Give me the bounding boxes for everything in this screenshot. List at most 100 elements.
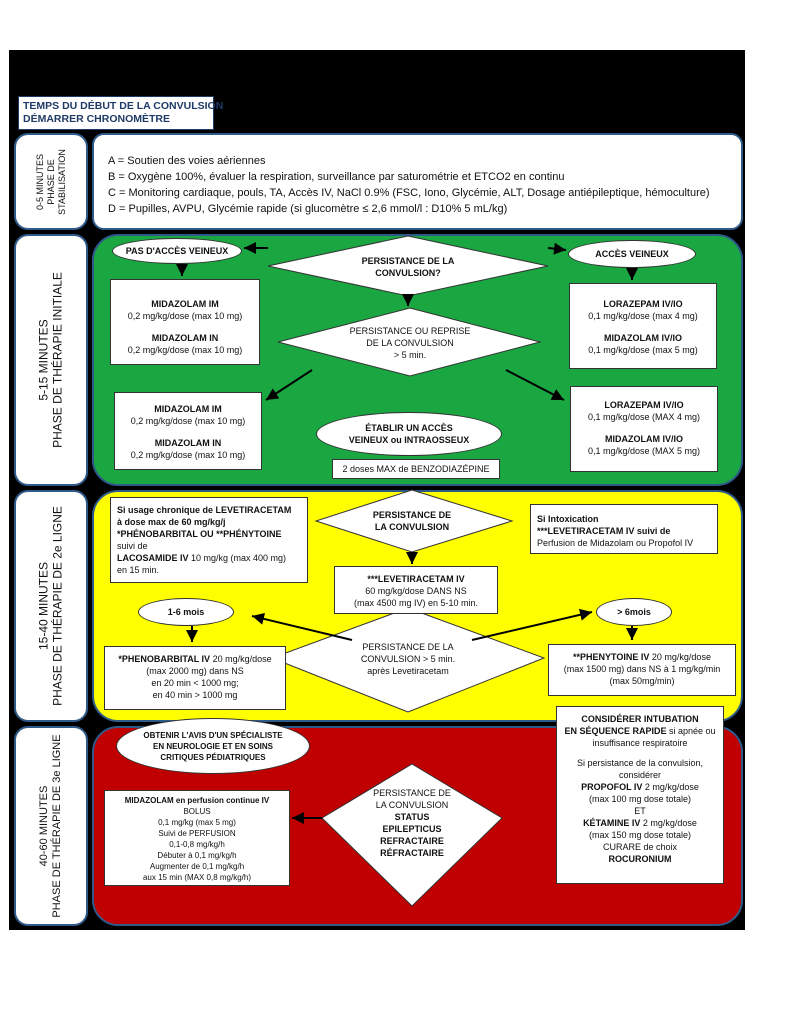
- chronic-line6: en 15 min.: [117, 565, 160, 575]
- chronic-line2: à dose max de 60 mg/kg/j: [117, 517, 226, 527]
- intub-line4: Si persistance de la convulsion,: [576, 758, 704, 768]
- phenobarbital-label: *PHENOBARBITAL IV: [118, 654, 211, 664]
- no-venous-access-oval: PAS D'ACCÈS VEINEUX: [112, 238, 242, 264]
- persist2-line3: > 5 min.: [393, 350, 427, 360]
- left1-dose1: 0,2 mg/kg/dose (max 10 mg): [127, 311, 243, 321]
- status-epilepticus-text: PERSISTANCE DE LA CONVULSION STATUS EPIL…: [352, 784, 472, 862]
- venous-access-oval: ACCÈS VEINEUX: [568, 240, 696, 268]
- lacosamide-dose: 10 mg/kg (max 400 mg): [188, 553, 287, 563]
- phenobarbital-box: *PHENOBARBITAL IV 20 mg/kg/dose (max 200…: [104, 646, 286, 710]
- left2-drug2: MIDAZOLAM IN: [154, 438, 222, 448]
- establish-access-oval: ÉTABLIR UN ACCÈS VEINEUX ou INTRAOSSEUX: [316, 412, 502, 456]
- mid-line7: Augmenter de 0,1 mg/kg/h: [149, 862, 245, 871]
- intox-line3: Perfusion de Midazolam ou Propofol IV: [537, 538, 694, 548]
- propofol-dose: 2 mg/kg/dose: [642, 782, 699, 792]
- lacosamide-label: LACOSAMIDE IV: [117, 553, 189, 563]
- propofol-label: PROPOFOL IV: [581, 782, 643, 792]
- specialist-advice-oval: OBTENIR L'AVIS D'UN SPÉCIALISTE EN NEURO…: [116, 718, 310, 774]
- title-line-1: TEMPS DU DÉBUT DE LA CONVULSION: [23, 100, 224, 112]
- abcd-item-d: D = Pupilles, AVPU, Glycémie rapide (si …: [108, 203, 508, 215]
- ketamine-label: KÉTAMINE IV: [583, 818, 641, 828]
- persistence-question-2: PERSISTANCE OU REPRISE DE LA CONVULSION …: [320, 322, 500, 364]
- pheny-line1: **PHENYTOINE IV 20 mg/kg/dose: [549, 651, 735, 663]
- intox-line2: ***LEVETIRACETAM IV suivi de: [537, 526, 671, 536]
- chronic-line4: suivi de: [117, 541, 148, 551]
- left1-drug1: MIDAZOLAM IM: [151, 299, 219, 309]
- intub-line3: insuffisance respiratoire: [592, 738, 688, 748]
- status-line1: PERSISTANCE DE: [373, 788, 451, 798]
- pheno-line1: *PHENOBARBITAL IV 20 mg/kg/dose: [105, 653, 285, 665]
- age-over-6-months-oval: > 6mois: [596, 598, 672, 626]
- rapid-sequence-cond: si apnée ou: [666, 726, 716, 736]
- abcd-item-b: B = Oxygène 100%, évaluer la respiration…: [108, 171, 565, 183]
- left1-drug2: MIDAZOLAM IN: [151, 333, 219, 343]
- establish-line2: VEINEUX ou INTRAOSSEUX: [348, 435, 470, 445]
- right2-dose2: 0,1 mg/kg/dose (MAX 5 mg): [587, 446, 701, 456]
- phenytoine-dose: 20 mg/kg/dose: [649, 652, 711, 662]
- mid-line3: 0,1 mg/kg (max 5 mg): [158, 818, 236, 827]
- pheno-line2: (max 2000 mg) dans NS: [146, 666, 244, 676]
- phase1-side-label: 0-5 MINUTES PHASE DE STABILISATION: [14, 133, 88, 230]
- mid-line5: 0,1-0,8 mg/kg/h: [169, 840, 225, 849]
- stabilisation-panel: A = Soutien des voies aériennes B = Oxyg…: [92, 133, 743, 230]
- abcd-item-a: A = Soutien des voies aériennes: [108, 155, 266, 167]
- leve-line1: ***LEVETIRACETAM IV: [367, 574, 465, 584]
- left1-dose2: 0,2 mg/kg/dose (max 10 mg): [127, 345, 243, 355]
- persist-q1-line2: CONVULSION?: [375, 268, 441, 278]
- chronic-line5: LACOSAMIDE IV 10 mg/kg (max 400 mg): [117, 552, 307, 564]
- persist3-line1: PERSISTANCE DE: [372, 510, 452, 520]
- leve-line2: 60 mg/kg/dose DANS NS: [365, 586, 467, 596]
- mid-line8: aux 15 min (MAX 0,8 mg/kg/h): [142, 873, 252, 882]
- chronic-line3: *PHÉNOBARBITAL OU **PHÉNYTOINE: [117, 529, 282, 539]
- left2-dose1: 0,2 mg/kg/dose (max 10 mg): [130, 416, 246, 426]
- intub-line2: EN SÉQUENCE RAPIDE si apnée ou: [557, 725, 723, 737]
- mid-line2: BOLUS: [183, 807, 211, 816]
- intub-line8: ET: [634, 806, 646, 816]
- persist3-line2: LA CONVULSION: [374, 522, 450, 532]
- status-line4: EPILEPTICUS: [382, 824, 442, 834]
- midazolam-im-in-box-2: MIDAZOLAM IM 0,2 mg/kg/dose (max 10 mg) …: [114, 392, 262, 470]
- persist2-line1: PERSISTANCE OU REPRISE: [349, 326, 471, 336]
- age-1-6-months-oval: 1-6 mois: [138, 598, 234, 626]
- left2-dose2: 0,2 mg/kg/dose (max 10 mg): [130, 450, 246, 460]
- right1-drug2: MIDAZOLAM IV/IO: [604, 333, 682, 343]
- phase2-side-line1: 5-15 MINUTES: [36, 319, 51, 401]
- mid-line1: MIDAZOLAM en perfusion continue IV: [124, 796, 270, 805]
- abcd-item-c: C = Monitoring cardiaque, pouls, TA, Acc…: [108, 187, 710, 199]
- intub-line10: (max 150 mg dose totale): [588, 830, 692, 840]
- levetiracetam-box: ***LEVETIRACETAM IV 60 mg/kg/dose DANS N…: [334, 566, 498, 614]
- intub-line6: PROPOFOL IV 2 mg/kg/dose: [557, 781, 723, 793]
- phenytoine-box: **PHENYTOINE IV 20 mg/kg/dose (max 1500 …: [548, 644, 736, 696]
- phase3-side-line2: PHASE DE THÉRAPIE DE 2e LIGNE: [51, 506, 65, 706]
- page-title: TEMPS DU DÉBUT DE LA CONVULSION DÉMARRER…: [18, 96, 224, 130]
- midazolam-infusion-box: MIDAZOLAM en perfusion continue IV BOLUS…: [104, 790, 290, 886]
- phase4-side-label: 40-60 MINUTES PHASE DE THÉRAPIE DE 3e LI…: [14, 726, 88, 926]
- mid-line6: Débuter à 0,1 mg/kg/h: [157, 851, 237, 860]
- chronic-levetiracetam-box: Si usage chronique de LEVETIRACETAM à do…: [110, 497, 308, 583]
- lorazepam-midazolam-box-2: LORAZEPAM IV/IO 0,1 mg/kg/dose (MAX 4 mg…: [570, 386, 718, 472]
- left2-drug1: MIDAZOLAM IM: [154, 404, 222, 414]
- spec-line2: EN NEUROLOGIE ET EN SOINS: [152, 741, 273, 751]
- phenytoine-label: **PHENYTOINE IV: [573, 652, 650, 662]
- phase4-side-line1: 40-60 MINUTES: [37, 785, 50, 867]
- phase4-side-line2: PHASE DE THÉRAPIE DE 3e LIGNE: [51, 734, 63, 918]
- phenobarbital-dose: 20 mg/kg/dose: [210, 654, 272, 664]
- leve-line3: (max 4500 mg IV) en 5-10 min.: [353, 598, 479, 608]
- phase2-side-line2: PHASE DE THÉRAPIE INITIALE: [51, 272, 65, 448]
- intub-line7: (max 100 mg dose totale): [588, 794, 692, 804]
- chronic-line1: Si usage chronique de LEVETIRACETAM: [117, 505, 292, 515]
- persist4-line2: CONVULSION > 5 min.: [360, 654, 456, 664]
- pheny-line2: (max 1500 mg) dans NS à 1 mg/kg/min: [563, 664, 721, 674]
- phase3-side-label: 15-40 MINUTES PHASE DE THÉRAPIE DE 2e LI…: [14, 490, 88, 722]
- right1-dose2: 0,1 mg/kg/dose (max 5 mg): [588, 345, 698, 355]
- phase1-side-line2: PHASE DE: [45, 158, 56, 205]
- persist4-line3: après Levetiracetam: [367, 666, 449, 676]
- persistence-question-3: PERSISTANCE DE LA CONVULSION: [340, 506, 484, 536]
- pheno-line3: en 20 min < 1000 mg;: [151, 678, 239, 688]
- intub-line5: considérer: [618, 770, 662, 780]
- ketamine-dose: 2 mg/kg/dose: [640, 818, 697, 828]
- intubation-box: CONSIDÉRER INTUBATION EN SÉQUENCE RAPIDE…: [556, 706, 724, 884]
- right2-drug1: LORAZEPAM IV/IO: [604, 400, 684, 410]
- mid-line4: Suivi de PERFUSION: [158, 829, 236, 838]
- status-line6: RÉFRACTAIRE: [380, 848, 444, 858]
